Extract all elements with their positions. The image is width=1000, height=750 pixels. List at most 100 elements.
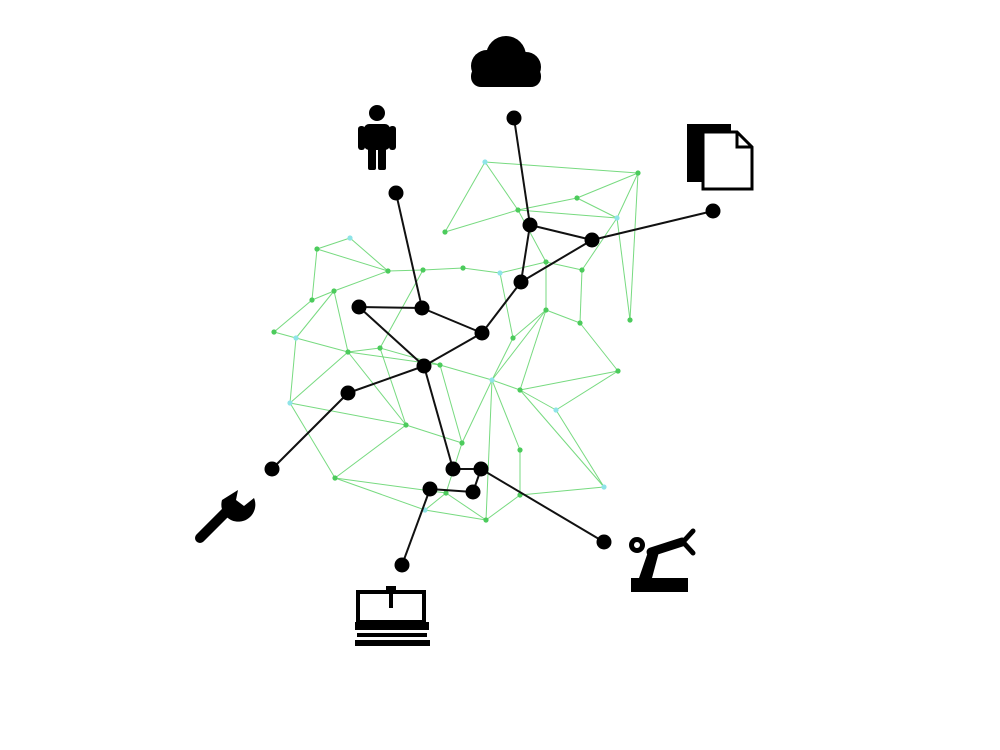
- mesh-node: [497, 270, 503, 276]
- mesh-edge: [444, 209, 519, 233]
- mesh-edge: [311, 290, 335, 301]
- network-node: [522, 217, 538, 233]
- mesh-edge: [422, 267, 464, 271]
- mesh-edge: [491, 309, 547, 381]
- mesh-node: [443, 490, 449, 496]
- mesh-edge: [316, 248, 389, 272]
- mesh-node: [385, 268, 391, 274]
- mesh-node: [635, 170, 641, 176]
- mesh-edge: [444, 161, 486, 233]
- mesh-edge: [555, 370, 619, 411]
- mesh-node: [403, 422, 409, 428]
- mesh-node: [331, 288, 337, 294]
- mesh-node: [420, 267, 426, 273]
- mesh-edge: [379, 347, 407, 426]
- network-node: [416, 358, 432, 374]
- mesh-edge: [462, 267, 501, 274]
- mesh-edge: [349, 237, 389, 272]
- mesh-node: [517, 387, 523, 393]
- connection-line: [421, 307, 483, 334]
- mesh-edge: [387, 269, 424, 272]
- mesh-edge: [517, 209, 618, 219]
- mesh-edge: [484, 161, 519, 211]
- network-node: [388, 185, 404, 201]
- mesh-edge: [519, 389, 605, 488]
- network-node: [340, 385, 356, 401]
- mesh-edge: [347, 347, 381, 353]
- network-node: [394, 557, 410, 573]
- mesh-edge: [616, 217, 631, 321]
- mesh-node: [287, 400, 293, 406]
- mesh-edge: [445, 492, 487, 521]
- mesh-node: [437, 362, 443, 368]
- mesh-node: [309, 297, 315, 303]
- mesh-node: [517, 447, 523, 453]
- mesh-edge: [484, 161, 639, 174]
- mesh-edge: [289, 402, 407, 426]
- mesh-edge: [273, 331, 297, 339]
- mesh-edge: [491, 379, 521, 391]
- mesh-node: [543, 259, 549, 265]
- mesh-edge: [334, 477, 426, 511]
- mesh-edge: [616, 172, 639, 219]
- network-node: [584, 232, 600, 248]
- connection-line: [591, 210, 714, 241]
- connection-line: [520, 239, 593, 283]
- mesh-edge: [289, 337, 297, 404]
- wrench-icon: [195, 490, 256, 543]
- mesh-edge: [579, 269, 583, 324]
- network-node: [474, 325, 490, 341]
- mesh-node: [577, 320, 583, 326]
- mesh-edge: [295, 290, 335, 339]
- mesh-edge: [424, 509, 487, 521]
- documents-icon: [687, 124, 754, 191]
- mesh-edge: [316, 237, 351, 250]
- connection-line: [358, 306, 425, 367]
- mesh-edge: [519, 486, 605, 496]
- mesh-node: [460, 265, 466, 271]
- mesh-node: [442, 229, 448, 235]
- mesh-edge: [517, 209, 547, 263]
- mesh-edge: [273, 299, 313, 333]
- mesh-node: [627, 317, 633, 323]
- network-node: [264, 461, 280, 477]
- robot-arm-icon: [629, 528, 696, 592]
- connection-line: [271, 392, 349, 470]
- mesh-edge: [519, 309, 547, 391]
- mesh-node: [293, 335, 299, 341]
- cnc-machine-icon: [355, 586, 430, 646]
- mesh-edge: [499, 272, 514, 339]
- cloud-icon: [471, 36, 541, 87]
- path-nodes: [264, 110, 721, 573]
- network-node: [414, 300, 430, 316]
- mesh-edge: [333, 290, 349, 353]
- mesh-node: [543, 307, 549, 313]
- mesh-edge: [289, 402, 336, 479]
- mesh-node: [459, 440, 465, 446]
- mesh-edge: [333, 270, 389, 292]
- mesh-edge: [461, 379, 493, 444]
- mesh-node: [347, 235, 353, 241]
- connection-line: [480, 468, 605, 543]
- connection-line: [401, 488, 431, 566]
- mesh-node: [314, 246, 320, 252]
- mesh-edge: [555, 409, 605, 488]
- mesh-edge: [629, 172, 639, 321]
- network-node: [465, 484, 481, 500]
- mesh-edge: [311, 248, 318, 301]
- mesh-edge: [491, 379, 521, 451]
- mesh-node: [271, 329, 277, 335]
- mesh-edge: [581, 217, 618, 271]
- mesh-node: [510, 335, 516, 341]
- mesh-node: [482, 159, 488, 165]
- background-mesh: [271, 159, 641, 523]
- network-node: [705, 203, 721, 219]
- connection-paths: [271, 117, 714, 566]
- mesh-edge: [485, 379, 493, 521]
- network-node: [506, 110, 522, 126]
- network-node: [351, 299, 367, 315]
- mesh-node: [614, 215, 620, 221]
- mesh-edge: [439, 364, 493, 381]
- mesh-edge: [545, 309, 581, 324]
